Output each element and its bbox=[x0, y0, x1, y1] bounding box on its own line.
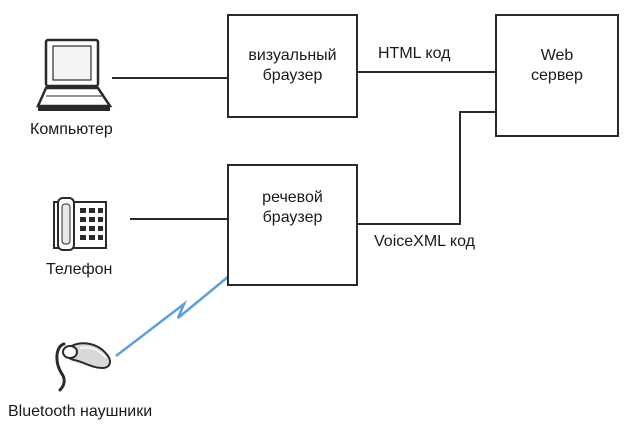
telephone-icon bbox=[53, 197, 107, 251]
voice-browser-box: речевой браузер bbox=[227, 164, 358, 286]
wireless-link bbox=[115, 261, 247, 357]
visual-browser-box: визуальный браузер bbox=[227, 14, 358, 118]
visual-browser-label: визуальный браузер bbox=[248, 47, 337, 84]
voicexml-code-label: VoiceXML код bbox=[374, 233, 475, 250]
web-server-label: Web сервер bbox=[531, 46, 583, 84]
laptop-icon bbox=[36, 38, 113, 111]
computer-label: Компьютер bbox=[30, 121, 113, 138]
headset-label: Bluetooth наушники bbox=[8, 403, 153, 420]
html-code-label: HTML код bbox=[378, 45, 451, 62]
bluetooth-headset-icon bbox=[55, 342, 111, 392]
web-server-box: Web сервер bbox=[495, 14, 619, 137]
voice-browser-label: речевой браузер bbox=[262, 189, 323, 226]
phone-label: Телефон bbox=[46, 261, 113, 278]
edge-voice-browser-web-server bbox=[357, 111, 496, 225]
